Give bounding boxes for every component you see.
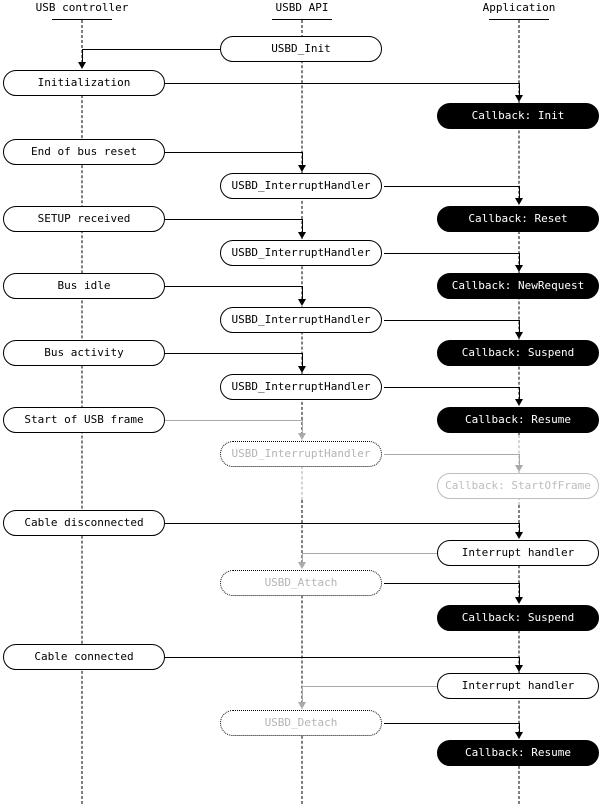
node-cable-disconnected[interactable]: Cable disconnected [3, 510, 165, 536]
connector-vertical [302, 219, 303, 233]
node-callback-newreq[interactable]: Callback: NewRequest [437, 273, 599, 299]
arrowhead-down-icon [298, 232, 306, 239]
node-start-of-usb-frame[interactable]: Start of USB frame [3, 407, 165, 433]
connector-horizontal [384, 583, 519, 584]
connector-vertical [519, 723, 520, 733]
node-usbd-detach[interactable]: USBD_Detach [220, 710, 382, 736]
connector-horizontal [165, 152, 302, 153]
connector-vertical [519, 454, 520, 466]
connector-horizontal [384, 186, 519, 187]
arrowhead-down-icon [515, 597, 523, 604]
node-interrupt-handler-2[interactable]: Interrupt handler [437, 673, 599, 699]
connector-horizontal [165, 83, 519, 84]
column-header-bar-application [489, 19, 549, 20]
connector-horizontal [384, 320, 519, 321]
node-bus-idle[interactable]: Bus idle [3, 273, 165, 299]
connector-horizontal [165, 286, 302, 287]
connector-horizontal [384, 253, 519, 254]
node-callback-init[interactable]: Callback: Init [437, 103, 599, 129]
arrowhead-down-icon [298, 433, 306, 440]
node-usbd-init[interactable]: USBD_Init [220, 36, 382, 62]
arrowhead-down-icon [515, 665, 523, 672]
node-initialization[interactable]: Initialization [3, 70, 165, 96]
node-irq-1[interactable]: USBD_InterruptHandler [220, 173, 382, 199]
node-callback-reset[interactable]: Callback: Reset [437, 206, 599, 232]
arrowhead-down-icon [298, 562, 306, 569]
node-callback-resume-2[interactable]: Callback: Resume [437, 740, 599, 766]
arrowhead-down-icon [298, 366, 306, 373]
connector-vertical [519, 523, 520, 533]
connector-vertical [302, 420, 303, 434]
arrowhead-down-icon [515, 265, 523, 272]
lifeline-application [518, 505, 520, 804]
connector-horizontal [165, 219, 302, 220]
connector-vertical [519, 83, 520, 96]
arrowhead-down-icon [78, 62, 86, 69]
arrowhead-down-icon [515, 532, 523, 539]
arrowhead-down-icon [515, 332, 523, 339]
node-callback-suspend-1[interactable]: Callback: Suspend [437, 340, 599, 366]
arrowhead-down-icon [515, 732, 523, 739]
connector-vertical [519, 583, 520, 598]
connector-vertical [302, 553, 303, 563]
node-interrupt-handler-1[interactable]: Interrupt handler [437, 540, 599, 566]
connector-horizontal [302, 686, 437, 687]
arrowhead-down-icon [298, 165, 306, 172]
column-header-bar-usbd-api [272, 19, 332, 20]
arrowhead-down-icon [298, 702, 306, 709]
node-irq-4[interactable]: USBD_InterruptHandler [220, 374, 382, 400]
column-header-usbd-api: USBD API [275, 1, 329, 14]
node-end-of-bus-reset[interactable]: End of bus reset [3, 139, 165, 165]
connector-horizontal [384, 723, 519, 724]
connector-vertical [82, 49, 83, 63]
node-irq-5-ghost[interactable]: USBD_InterruptHandler [220, 441, 382, 467]
connector-horizontal [302, 553, 437, 554]
connector-horizontal [165, 353, 302, 354]
column-header-application: Application [482, 1, 556, 14]
connector-vertical [302, 686, 303, 703]
node-irq-3[interactable]: USBD_InterruptHandler [220, 307, 382, 333]
arrowhead-down-icon [515, 399, 523, 406]
arrowhead-down-icon [298, 299, 306, 306]
connector-vertical [302, 353, 303, 367]
connector-vertical [519, 657, 520, 666]
column-header-usb-controller: USB controller [35, 1, 129, 14]
connector-vertical [519, 253, 520, 266]
lifeline-usbd-api [301, 435, 303, 500]
connector-horizontal [384, 454, 519, 455]
connector-horizontal [82, 49, 220, 50]
connector-vertical [302, 286, 303, 300]
node-setup-received[interactable]: SETUP received [3, 206, 165, 232]
node-callback-suspend-2[interactable]: Callback: Suspend [437, 605, 599, 631]
connector-vertical [519, 387, 520, 400]
arrowhead-down-icon [515, 198, 523, 205]
connector-vertical [519, 320, 520, 333]
node-bus-activity[interactable]: Bus activity [3, 340, 165, 366]
column-header-bar-usb-controller [52, 19, 112, 20]
node-callback-sof[interactable]: Callback: StartOfFrame [437, 473, 599, 499]
node-usbd-attach[interactable]: USBD_Attach [220, 570, 382, 596]
node-cable-connected[interactable]: Cable connected [3, 644, 165, 670]
connector-vertical [302, 152, 303, 166]
connector-horizontal [165, 523, 519, 524]
connector-vertical [519, 186, 520, 199]
arrowhead-down-icon [515, 95, 523, 102]
connector-horizontal [165, 657, 519, 658]
lifeline-usbd-api [301, 500, 303, 804]
arrowhead-down-icon [515, 465, 523, 472]
connector-horizontal [165, 420, 302, 421]
node-callback-resume-1[interactable]: Callback: Resume [437, 407, 599, 433]
node-irq-2[interactable]: USBD_InterruptHandler [220, 240, 382, 266]
connector-horizontal [384, 387, 519, 388]
